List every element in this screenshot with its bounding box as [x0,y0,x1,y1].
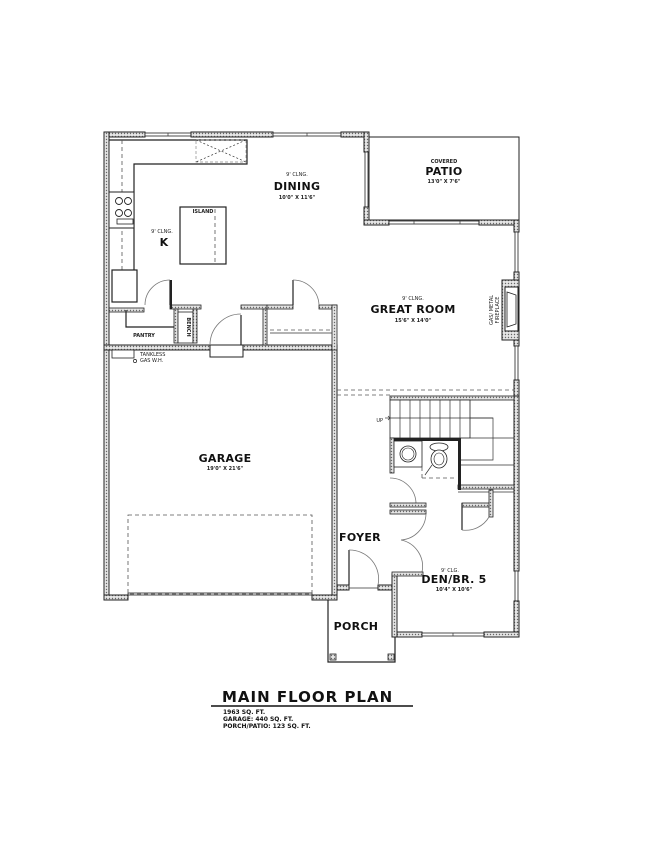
dining-size: 10'0" X 11'6" [279,195,316,201]
great-room-size: 15'6" X 14'0" [395,318,432,324]
great-room-label: GREAT ROOM [370,303,455,316]
kitchen [108,139,248,303]
den-ceiling: 9' CLG. [441,568,459,574]
patio-sub-label: COVERED [431,159,458,165]
garage-label: GARAGE [199,452,252,465]
garage-door-outline [127,514,313,595]
den-label: DEN/BR. 5 [421,573,486,586]
kitchen-ceiling: 9' CLNG. [151,229,173,235]
den-size: 10'4" X 10'6" [436,587,473,593]
dining-label: DINING [274,180,321,193]
room-labels: 9' CLNG. DINING 10'0" X 11'6" ISLAND 9' … [133,159,501,633]
interior-walls [108,279,338,363]
pantry-label: PANTRY [133,333,155,339]
stairs-up-label: UP [376,418,383,424]
porch-label: PORCH [334,620,379,633]
plan-title: MAIN FLOOR PLAN [222,688,393,706]
water-heater-label-2: GAS W.H. [140,358,164,364]
living-area-stat: 1963 SQ. FT. [223,709,265,716]
title-block: MAIN FLOOR PLAN 1963 SQ. FT. GARAGE: 440… [211,688,413,730]
island-label: ISLAND [193,209,214,215]
bench-label: BENCH [185,317,191,336]
porch [327,600,396,663]
fireplace-label-2: FIREPLACE [495,297,501,324]
exterior-walls [103,131,520,638]
great-room-ceiling: 9' CLNG. [402,296,424,302]
fireplace-label-1: GAS/ METAL [489,295,495,325]
patio-label: PATIO [425,165,462,178]
garage-area-stat: GARAGE: 440 SQ. FT. [223,716,293,723]
stairs-up-arrow-icon [385,415,391,421]
dining-ceiling: 9' CLNG. [286,172,308,178]
porch-patio-area-stat: PORCH/PATIO: 123 SQ. FT. [223,723,311,730]
foyer-walls [348,489,494,589]
garage-size: 19'0" X 21'6" [207,466,244,472]
kitchen-label: K [160,236,169,249]
patio-outline [368,136,520,221]
foyer-label: FOYER [339,531,381,544]
water-heater-label-1: TANKLESS [139,352,165,358]
powder-room [389,437,458,505]
patio-size: 13'0" X 7'6" [427,179,460,185]
